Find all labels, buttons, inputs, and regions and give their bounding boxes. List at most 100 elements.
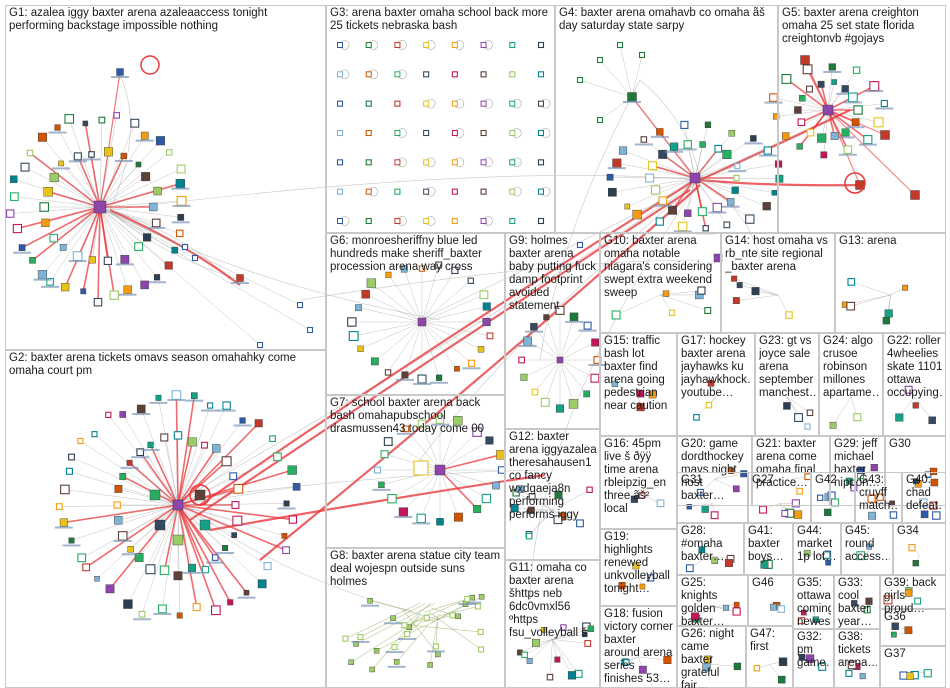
edge (559, 342, 596, 361)
group-label-g41: G41: baxter boys… (748, 525, 784, 563)
node (401, 371, 409, 379)
node (257, 579, 267, 589)
group-box-g44: G44: market 1p lot… (793, 523, 841, 575)
node-label (578, 329, 597, 332)
edge (109, 209, 241, 281)
group-box-g34: G34 (893, 523, 946, 575)
edge (189, 189, 691, 521)
node (919, 498, 928, 507)
node (54, 124, 61, 131)
edge (64, 489, 179, 506)
edge (80, 440, 179, 506)
node (357, 345, 364, 352)
node-label (836, 136, 855, 139)
node (630, 495, 638, 503)
node-label (13, 251, 32, 254)
group-label-g28: G28: #omaha baxter… (681, 525, 726, 563)
node (731, 275, 738, 282)
edge (694, 177, 767, 207)
node (841, 128, 850, 137)
edge (546, 317, 561, 361)
group-label-g33: G33: cool baxter year… (838, 577, 874, 628)
node (560, 624, 567, 631)
node (684, 209, 692, 217)
node (105, 584, 115, 594)
edge (406, 613, 421, 635)
node (380, 450, 389, 459)
edge (627, 177, 696, 207)
node (306, 326, 314, 334)
edge (14, 196, 101, 208)
group-label-g21: G21: baxter arena come omaha final pract… (756, 438, 820, 489)
edge (99, 206, 145, 286)
group-box-g25: G25: knights golden baxter… (677, 575, 748, 628)
node (704, 307, 712, 315)
group-box-g38: G38: tickets arena… (834, 629, 880, 688)
edge (421, 321, 491, 337)
node (683, 140, 693, 149)
edge (109, 208, 241, 286)
node (233, 483, 244, 494)
node (119, 411, 127, 418)
edge (694, 154, 728, 179)
group-box-g23: G23: gt vs joyce sale arena september ma… (755, 333, 819, 436)
node (820, 151, 828, 159)
node (912, 560, 919, 567)
group-label-g47: G47: first (750, 628, 779, 653)
edge (77, 156, 101, 208)
node (385, 271, 392, 278)
node (478, 594, 485, 600)
node (451, 266, 459, 275)
node (656, 499, 665, 508)
edge (369, 600, 413, 612)
group-box-g35: G35: ottawa coming newes… (793, 575, 834, 629)
node-label (430, 381, 449, 384)
node-label (372, 488, 391, 491)
node (59, 244, 67, 251)
group-box-g14: G14: host omaha vs rb_nte site regional … (721, 233, 835, 333)
node (636, 403, 645, 412)
group-box-g6: G6: monroesheriffny blue led hundreds ma… (326, 233, 505, 395)
node (736, 282, 743, 289)
node-label (463, 601, 482, 604)
edge (57, 127, 101, 208)
node (474, 603, 481, 610)
node (693, 414, 700, 421)
node-label (183, 571, 202, 574)
node (509, 188, 516, 195)
edge (177, 476, 234, 506)
node (384, 369, 392, 376)
node (852, 66, 861, 74)
edge (177, 504, 231, 603)
node (850, 484, 858, 492)
edge (421, 321, 482, 350)
group-label-g36: G36 (884, 611, 906, 623)
edge (99, 206, 148, 238)
node (932, 511, 941, 520)
node (402, 425, 410, 433)
edge (827, 109, 869, 141)
node (134, 553, 144, 562)
node (639, 583, 646, 590)
node (556, 356, 564, 364)
group-label-g14: G14: host omaha vs rb_nte site regional … (725, 235, 832, 273)
node-label (41, 285, 60, 288)
node (61, 283, 70, 292)
node (638, 491, 646, 499)
node (206, 402, 214, 409)
group-box-g4: G4: baxter arena omahavb co omaha ãš day… (555, 5, 778, 233)
edge (109, 504, 179, 590)
edge (786, 396, 808, 427)
node (481, 493, 492, 504)
node (336, 100, 344, 107)
node (806, 409, 814, 417)
node (805, 85, 813, 93)
node (853, 105, 863, 115)
edge (599, 96, 633, 121)
edge (177, 504, 248, 594)
node (509, 100, 516, 107)
edge (345, 602, 421, 639)
node (538, 130, 544, 136)
node (147, 441, 154, 449)
